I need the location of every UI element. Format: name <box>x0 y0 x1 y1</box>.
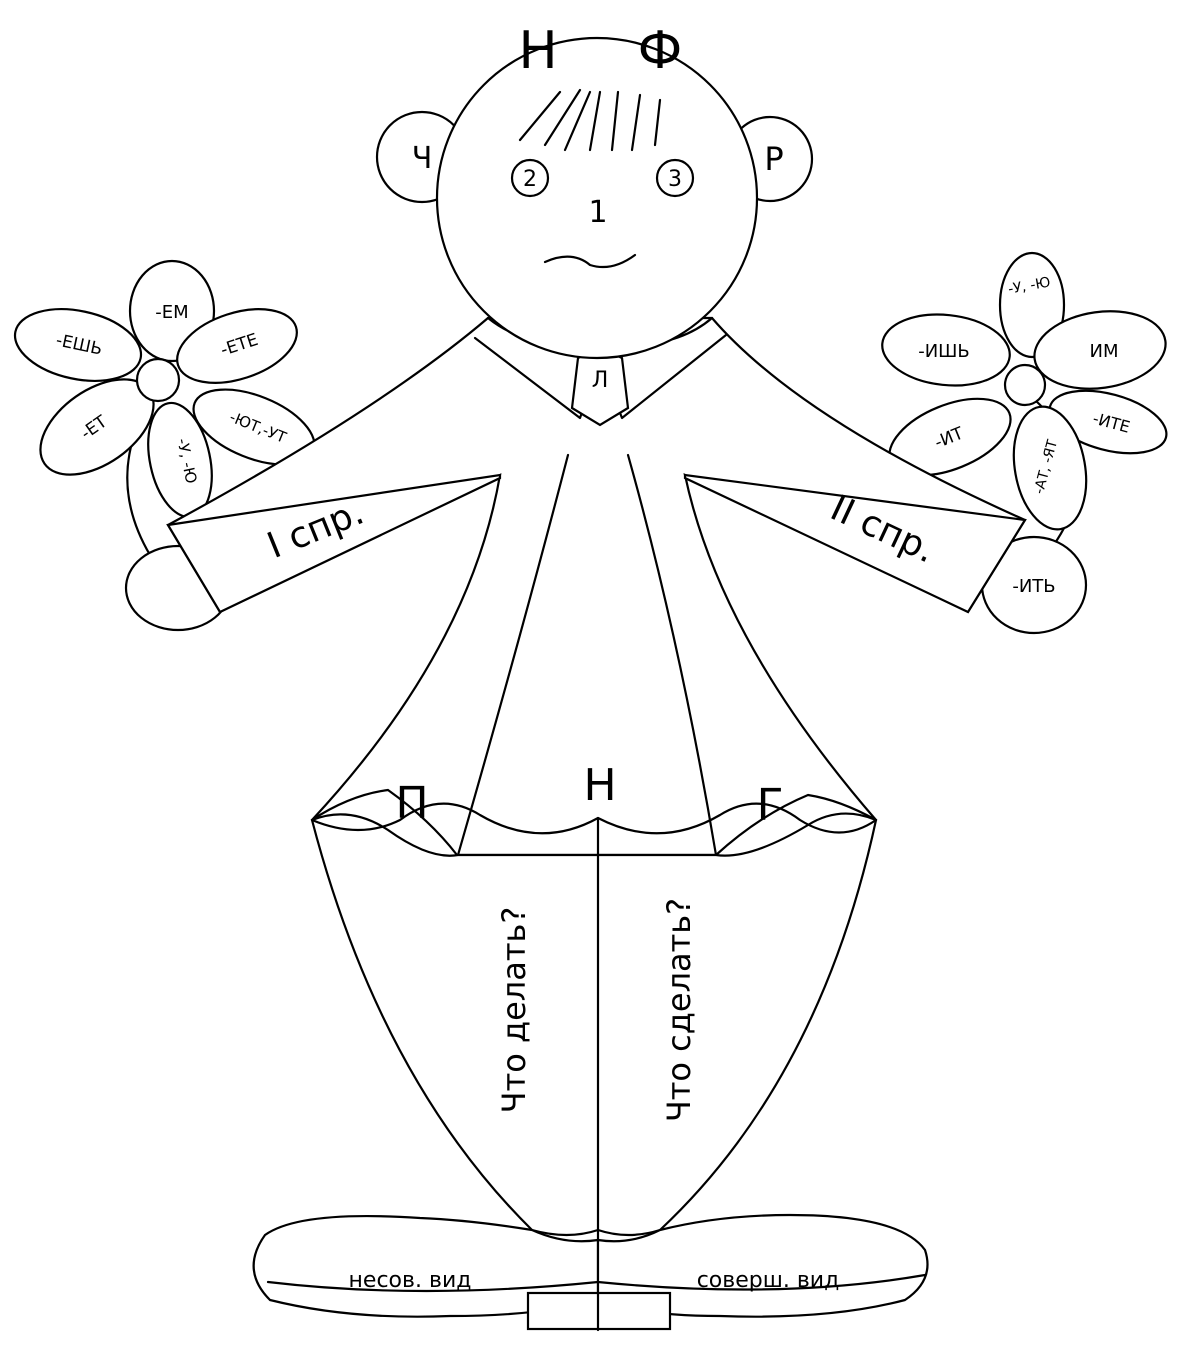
waist-letter-right: Г <box>757 780 784 831</box>
head: Ч Р 2 3 1 Н Ф <box>377 21 812 358</box>
right-shoe-label: соверш. вид <box>697 1268 840 1293</box>
waist-letter-center: Н <box>583 760 616 811</box>
top-letter-left: Н <box>518 21 557 81</box>
left-shoe-label: несов. вид <box>349 1268 472 1293</box>
right-eye-label: 3 <box>668 167 682 192</box>
right-extra-petal-label: -ИТЬ <box>1012 576 1055 597</box>
waist-letter-left: П <box>395 778 428 829</box>
right-flower-center <box>1005 365 1045 405</box>
right-ear-label: Р <box>764 140 783 178</box>
right-petal-label: -ИШЬ <box>918 341 970 362</box>
top-letter-right: Ф <box>638 21 683 81</box>
left-leg-label: Что делать? <box>495 907 533 1114</box>
necktie-label: Л <box>592 368 609 393</box>
left-ear-label: Ч <box>412 141 433 176</box>
left-petal-label: -ЕМ <box>155 302 188 323</box>
left-eye-label: 2 <box>523 167 537 192</box>
right-leg-label: Что сделать? <box>660 898 698 1122</box>
trousers-outline <box>312 814 876 1235</box>
nose-label: 1 <box>588 195 607 230</box>
right-petal-label: ИМ <box>1090 341 1119 362</box>
left-flower-center <box>137 359 179 401</box>
